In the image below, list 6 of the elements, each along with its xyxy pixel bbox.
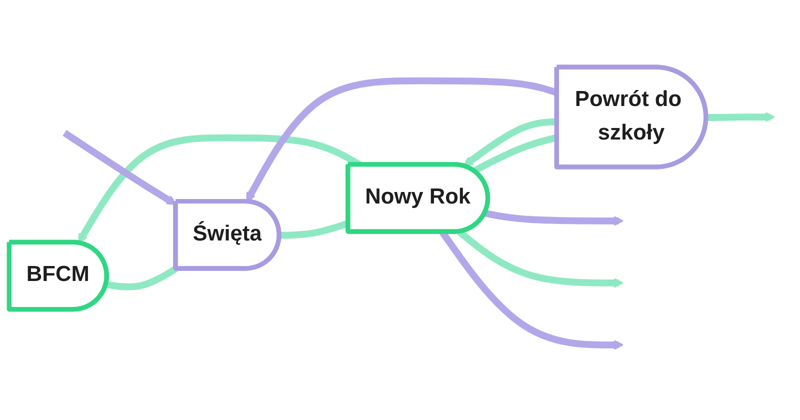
arrow bbox=[62, 130, 177, 206]
arrow bbox=[706, 112, 776, 122]
arrow bbox=[484, 210, 624, 226]
connector bbox=[106, 266, 178, 290]
arrow bbox=[78, 134, 362, 244]
arrow bbox=[439, 230, 624, 350]
